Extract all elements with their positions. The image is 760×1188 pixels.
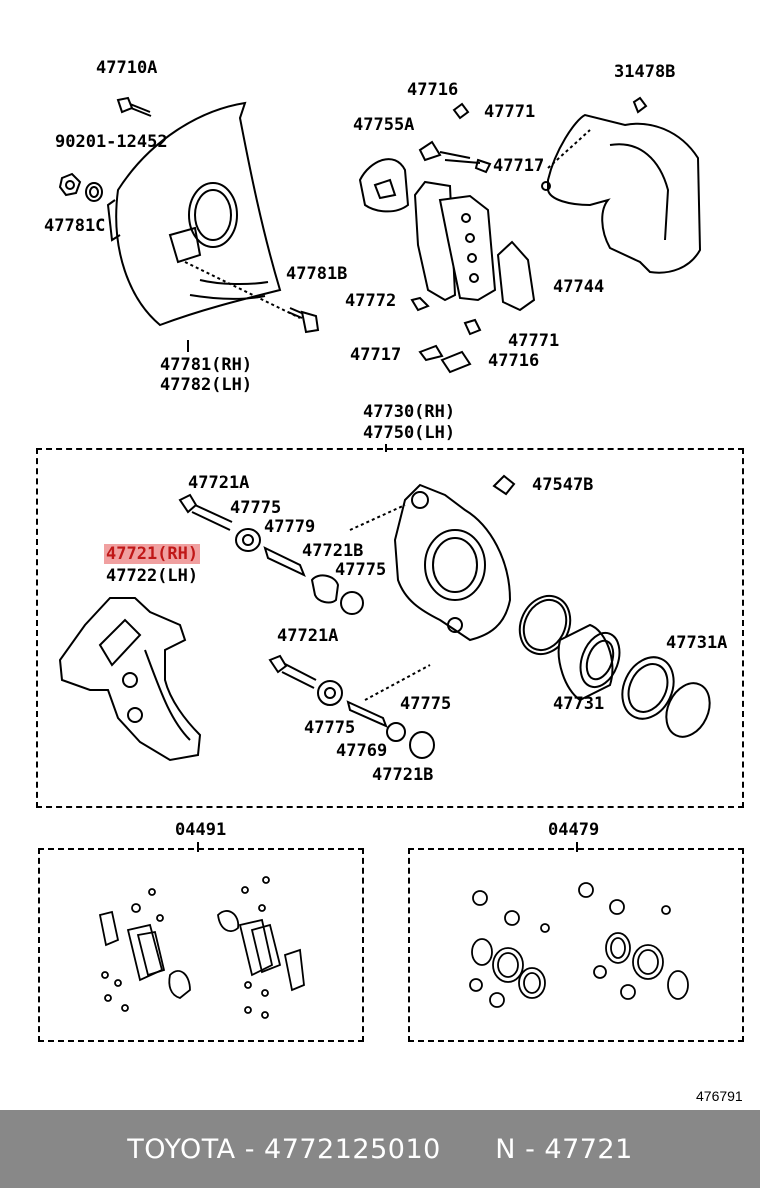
brake-pads <box>413 180 497 302</box>
piston-boot <box>621 656 675 720</box>
part-label-47731[interactable]: 47731 <box>553 694 605 714</box>
part-label-47755A[interactable]: 47755A <box>353 115 415 135</box>
ring-47731A <box>665 682 711 738</box>
piston-seal <box>518 594 572 656</box>
part-label-47547B[interactable]: 47547B <box>532 475 594 495</box>
part-label-47717-top[interactable]: 47717 <box>493 156 545 176</box>
caliper-body <box>349 483 512 701</box>
clips-top <box>418 96 648 174</box>
guide-pin-lower <box>268 654 435 759</box>
part-label-47750-lh[interactable]: 47750(LH) <box>363 423 456 443</box>
caliper-mounting-upper <box>541 113 702 274</box>
part-label-47721B-upper[interactable]: 47721B <box>302 541 364 561</box>
part-label-47710A[interactable]: 47710A <box>96 58 158 78</box>
bleeder-47547B <box>492 474 516 496</box>
part-label-47721A-lower[interactable]: 47721A <box>277 626 339 646</box>
part-label-47775-d[interactable]: 47775 <box>304 718 356 738</box>
part-label-47782-lh[interactable]: 47782(LH) <box>160 375 253 395</box>
part-label-47731A[interactable]: 47731A <box>666 633 728 653</box>
part-label-47769[interactable]: 47769 <box>336 741 388 761</box>
footer-part-number: TOYOTA - 4772125010 N - 47721 <box>127 1133 633 1165</box>
dust-shield <box>106 101 301 327</box>
pad-shim-47744 <box>496 240 536 312</box>
part-label-47716-top[interactable]: 47716 <box>407 80 459 100</box>
diagram-drawing <box>58 96 711 1019</box>
part-label-47772[interactable]: 47772 <box>345 291 397 311</box>
part-label-47781C[interactable]: 47781C <box>44 216 106 236</box>
part-label-47717-bottom[interactable]: 47717 <box>350 345 402 365</box>
caliper-mounting-bracket <box>58 597 202 762</box>
part-label-47721B-lower[interactable]: 47721B <box>372 765 434 785</box>
part-label-47775-a[interactable]: 47775 <box>230 498 282 518</box>
kit-04479-parts <box>469 882 689 1008</box>
kit-label-04479[interactable]: 04479 <box>548 820 600 840</box>
part-label-47730-rh[interactable]: 47730(RH) <box>363 402 456 422</box>
footer-bar: TOYOTA - 4772125010 N - 47721 <box>0 1110 760 1188</box>
clips-bottom <box>410 296 482 374</box>
parts-diagram: 47710A 90201-12452 47781C 47781B 47781(R… <box>36 58 744 1104</box>
guide-pin-upper <box>178 493 364 615</box>
nut-47781C <box>58 172 103 202</box>
part-label-47775-b[interactable]: 47775 <box>335 560 387 580</box>
part-label-47781B[interactable]: 47781B <box>286 264 348 284</box>
piston-47731 <box>557 623 621 702</box>
bolt-47710A <box>116 96 152 117</box>
diagram-id: 476791 <box>696 1088 743 1104</box>
caliper-assembly-frame <box>36 448 744 808</box>
part-label-47781-rh[interactable]: 47781(RH) <box>160 355 253 375</box>
kit-04491-frame <box>38 848 364 1042</box>
bolt-47781B <box>287 307 320 334</box>
part-label-47771-bottom[interactable]: 47771 <box>508 331 560 351</box>
part-label-47721A-upper[interactable]: 47721A <box>188 473 250 493</box>
kit-04491-parts <box>98 876 305 1019</box>
part-label-47721-rh-highlighted[interactable]: 47721(RH) <box>104 544 201 564</box>
part-label-90201-12452[interactable]: 90201-12452 <box>55 132 168 152</box>
part-label-47716-bottom[interactable]: 47716 <box>488 351 540 371</box>
part-label-47775-c[interactable]: 47775 <box>400 694 452 714</box>
part-label-47779[interactable]: 47779 <box>264 517 316 537</box>
part-label-47722-lh[interactable]: 47722(LH) <box>106 566 199 586</box>
kit-label-04491[interactable]: 04491 <box>175 820 227 840</box>
part-label-47744[interactable]: 47744 <box>553 277 605 297</box>
kit-04479-frame <box>408 848 744 1042</box>
part-label-47771-top[interactable]: 47771 <box>484 102 536 122</box>
part-label-31478B[interactable]: 31478B <box>614 62 676 82</box>
anti-squeal-shim <box>358 158 410 213</box>
